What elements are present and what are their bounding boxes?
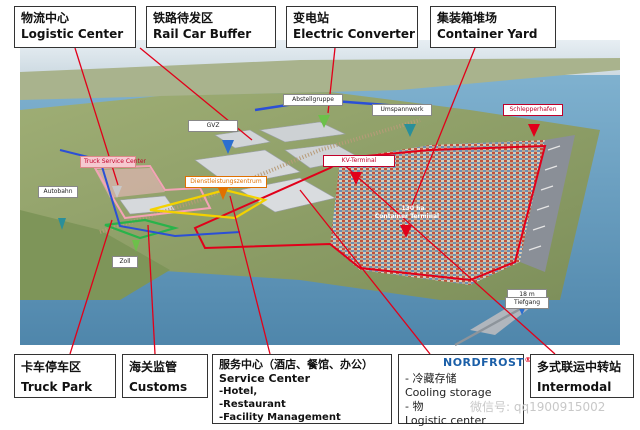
service-center-item-hotel: -Hotel, [219,386,258,397]
callout-rail-car-buffer-en: Rail Car Buffer [153,27,252,41]
map-label-umspannwerk: Umspannwerk [372,104,432,116]
quay-cranes [528,145,561,251]
callout-truck-park-en: Truck Park [21,380,93,394]
callout-truck-park: 卡车停车区 Truck Park [14,354,116,398]
callout-truck-park-cn: 卡车停车区 [21,360,82,374]
callout-logistic-center-en: Logistic Center [21,27,124,41]
callout-customs-cn: 海关监管 [129,360,178,374]
terminal-outline [193,144,547,282]
callout-service-center: 服务中心（酒店、餐馆、办公） Service Center -Hotel, -R… [212,354,392,424]
callout-electric-converter-en: Electric Converter [293,27,415,41]
callout-electric-converter: 变电站 Electric Converter [286,6,418,48]
callout-customs-en: Customs [129,380,188,394]
callout-intermodal-en: Intermodal [537,380,612,394]
service-center-item-facility: -Facility Management [219,412,341,423]
wechat-watermark: 微信号: qq1900915002 [470,400,606,414]
map-label-truck-service: Truck Service Center [80,156,146,168]
truck-service-area [95,168,165,198]
callout-container-yard-en: Container Yard [437,27,538,41]
nordfrost-logo-nord: NORD [443,356,482,369]
callout-service-center-cn: 服务中心（酒店、餐馆、办公） [219,358,373,371]
map-label-schlepperhafen: Schlepperhafen [503,104,563,116]
map-label-zoll: Zoll [112,256,138,268]
callout-rail-car-buffer: 铁路待发区 Rail Car Buffer [146,6,276,48]
callout-logistic-center-cn: 物流中心 [21,11,70,25]
nordfrost-en-line2: Logistic center [405,414,486,427]
nordfrost-cn-line: - 冷藏存储 [405,372,457,385]
callout-electric-converter-cn: 变电站 [293,11,330,25]
service-center-item-restaurant: -Restaurant [219,399,286,410]
left-greenland [20,210,170,300]
nordfrost-logo-frost: FROST [481,356,525,369]
leader-lines [69,47,556,355]
nordfrost-logo: NORDFROST® [443,356,532,369]
callout-container-yard-cn: 集装箱堆场 [437,11,498,25]
map-label-container-terminal: Container Terminal [374,213,440,220]
map-label-abstellgruppe: Abstellgruppe [283,94,343,106]
callout-service-center-en: Service Center [219,372,311,385]
nordfrost-cn-line2: - 物 [405,400,424,413]
nordfrost-en-line: Cooling storage [405,386,492,399]
map-label-autobahn: Autobahn [38,186,78,198]
customs-outline [104,218,180,240]
callout-customs: 海关监管 Customs [122,354,208,398]
callout-intermodal-cn: 多式联运中转站 [537,360,622,374]
callout-logistic-center: 物流中心 Logistic Center [14,6,136,48]
map-label-tiefgang: Tiefgang [505,297,549,309]
map-label-gvz: GVZ [188,120,238,132]
quay-edge [520,135,575,272]
callout-rail-car-buffer-cn: 铁路待发区 [153,11,214,25]
service-outline [149,188,268,220]
map-label-kv-terminal: KV-Terminal [323,155,395,167]
far-land [20,58,620,100]
container-yard [330,140,545,285]
callout-intermodal: 多式联运中转站 Intermodal [530,354,634,398]
truck-area-outline [93,164,212,220]
map-label-dienstleistung: Dienstleistungszentrum [185,176,267,188]
callout-container-yard: 集装箱堆场 Container Yard [430,6,556,48]
nordfrost-logo-mark: ® [524,356,532,364]
map-label-container-terminal-area: 130 ha [401,205,425,212]
callout-nordfrost: NORDFROST® - 冷藏存储 Cooling storage - 物 Lo… [398,354,531,427]
